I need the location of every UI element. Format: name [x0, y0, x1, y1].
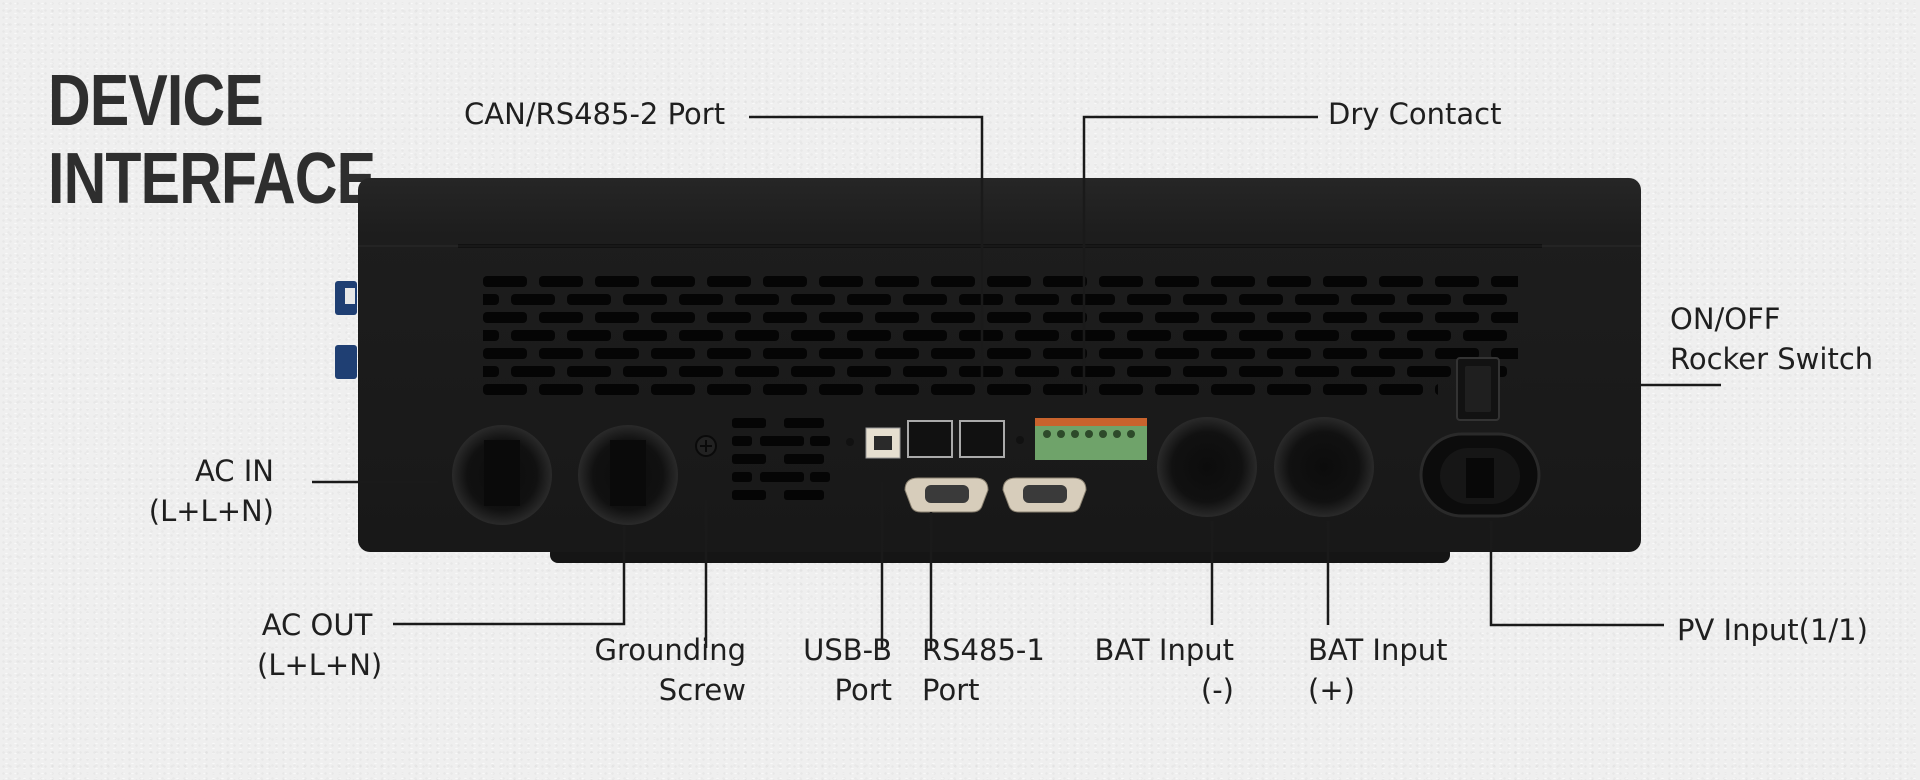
ventilation-grille: [483, 274, 1518, 400]
label-bat-neg-line1: BAT Input: [1094, 633, 1234, 667]
label-ac-out: AC OUT (L+L+N): [257, 605, 383, 685]
label-usb-b-port: USB-B Port: [780, 630, 892, 710]
leader-dry-contact: [1082, 115, 1318, 418]
label-usb-line2: Port: [834, 673, 893, 707]
label-usb-line1: USB-B: [803, 633, 892, 667]
pv-input-gland: [1419, 432, 1541, 518]
label-bat-pos-line2: (+): [1308, 673, 1355, 707]
side-connector-lower: [335, 345, 357, 379]
leader-lines: [312, 115, 1721, 650]
small-vent-block: [732, 418, 830, 500]
label-can-rs485-2-port: CAN/RS485-2 Port: [464, 97, 726, 131]
rs485-1-db9-port: [904, 477, 1087, 513]
ac-out-gland: [578, 425, 678, 525]
label-bat-pos-line1: BAT Input: [1308, 633, 1448, 667]
label-bat-input-negative: BAT Input (-): [1080, 630, 1234, 710]
label-on-off-line1: ON/OFF: [1670, 302, 1781, 336]
label-bat-neg-line2: (-): [1200, 673, 1234, 707]
label-grounding-line2: Screw: [658, 673, 746, 707]
label-rs485-line1: RS485-1: [922, 633, 1045, 667]
bat-negative-gland: [1157, 417, 1257, 517]
leader-pv: [1489, 521, 1664, 627]
label-bat-input-positive: BAT Input (+): [1308, 630, 1448, 710]
grounding-screw: [695, 435, 717, 457]
label-ac-in: AC IN (L+L+N): [140, 451, 274, 531]
usb-b-port: [865, 427, 901, 459]
label-pv-input: PV Input(1/1): [1677, 613, 1868, 647]
leader-ac-out: [393, 526, 626, 626]
title-line-1: DEVICE: [48, 61, 264, 141]
label-dry-contact: Dry Contact: [1328, 97, 1502, 131]
label-rs485-1-port: RS485-1 Port: [922, 630, 1045, 710]
can-rs485-2-port: [907, 420, 1005, 458]
label-ac-out-line1: AC OUT: [261, 608, 373, 642]
label-ac-in-line1: AC IN: [194, 454, 274, 488]
bat-positive-gland: [1274, 417, 1374, 517]
dry-contact-terminal: [1035, 418, 1147, 460]
label-on-off-line2: Rocker Switch: [1670, 342, 1874, 376]
label-on-off-rocker-switch: ON/OFF Rocker Switch: [1670, 299, 1873, 379]
label-grounding-screw: Grounding Screw: [580, 630, 746, 710]
label-grounding-line1: Grounding: [594, 633, 746, 667]
rocker-switch: [1456, 357, 1500, 421]
label-ac-in-line2: (L+L+N): [148, 494, 274, 528]
label-rs485-line2: Port: [922, 673, 980, 707]
leader-can-port: [749, 115, 984, 420]
ac-in-gland: [452, 425, 552, 525]
label-ac-out-line2: (L+L+N): [257, 648, 383, 682]
